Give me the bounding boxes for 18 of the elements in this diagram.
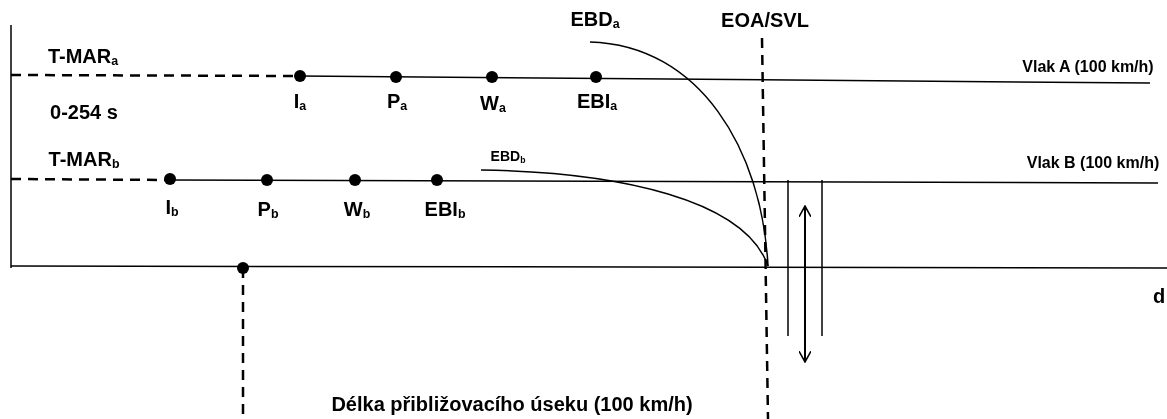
point-label: I$_{a}$	[293, 89, 307, 115]
train-label: Vlak B (100 km/h)	[1026, 154, 1160, 172]
point-label: W$_{b}$	[343, 197, 371, 223]
length-label: Délka přibližovacího úseku (100 km/h)	[331, 393, 693, 415]
curve-label: EBD$_{b}$	[490, 148, 526, 166]
point-label: EBI$_{a}$	[576, 89, 618, 115]
point-label: P$_{b}$	[257, 197, 279, 223]
axis-label: T-MAR$_{a}$	[47, 44, 119, 70]
line-label: EOA/SVL	[721, 9, 809, 31]
curve-label: EBD$_{a}$	[570, 7, 620, 33]
point-label: P$_{a}$	[386, 89, 408, 115]
point-label: W$_{a}$	[480, 91, 506, 117]
point-label: EBI$_{b}$	[424, 197, 466, 223]
train-label: Vlak A (100 km/h)	[1022, 58, 1154, 76]
axis-label: T-MAR$_{b}$	[48, 147, 120, 173]
point-label: I$_{b}$	[165, 195, 179, 221]
time-label: 0-254 s	[50, 101, 118, 123]
axis-label: d	[1152, 285, 1166, 307]
